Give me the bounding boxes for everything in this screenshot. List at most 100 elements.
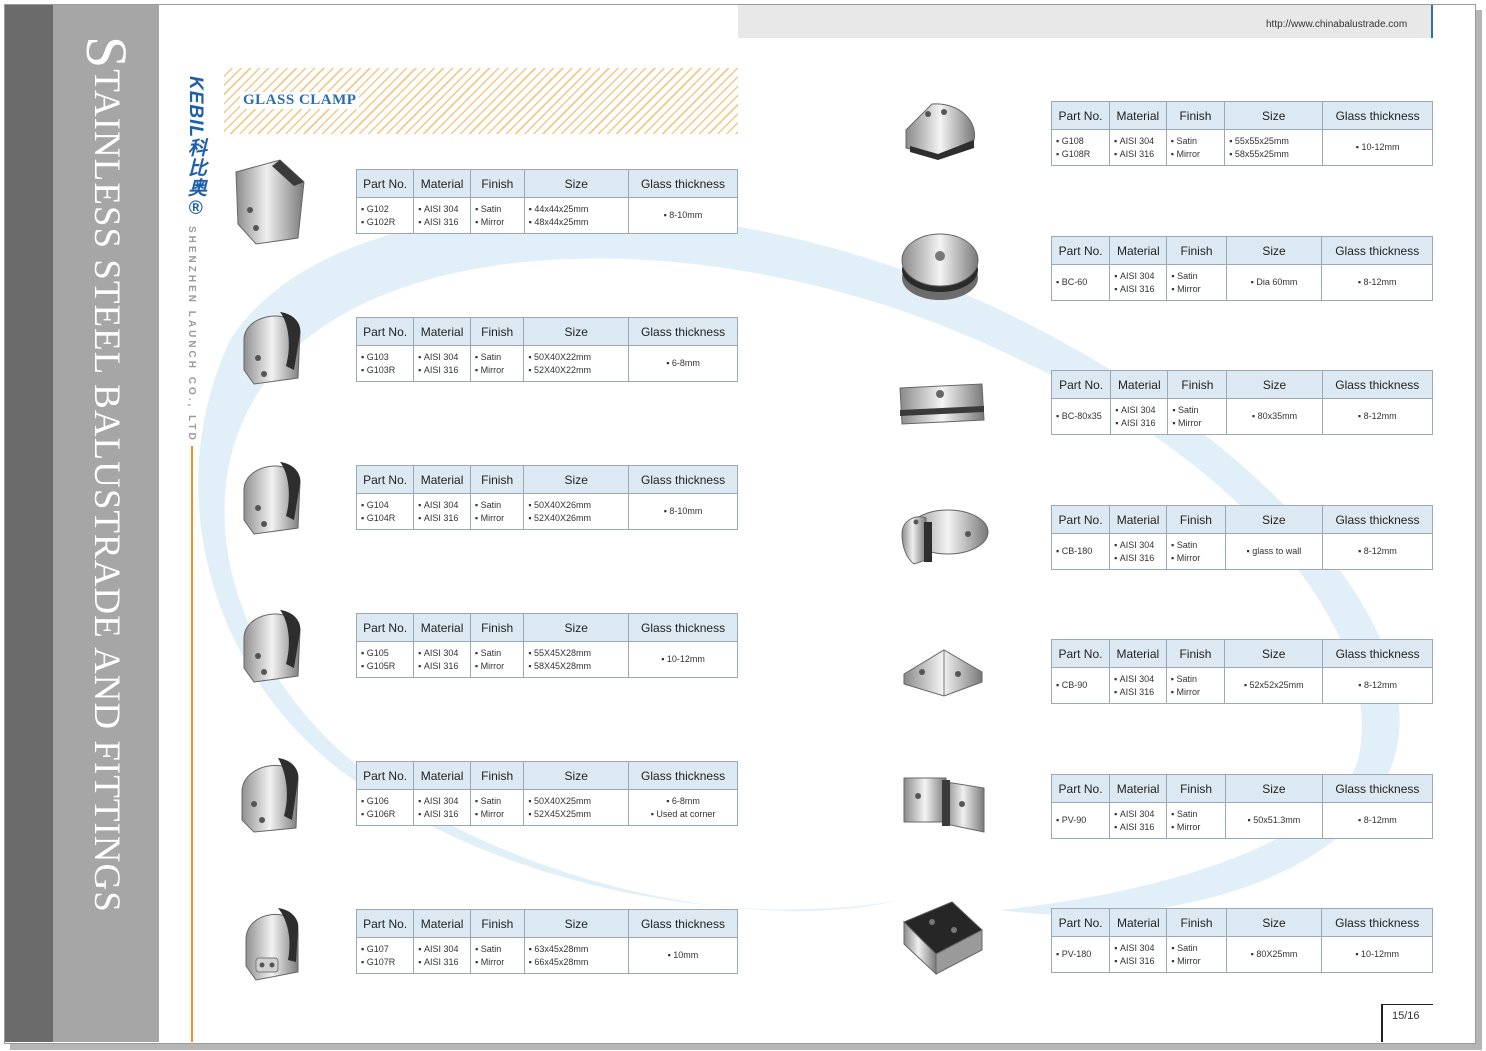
- material-value: AISI 316: [1115, 417, 1163, 430]
- column-header-glass-thickness: Glass thickness: [1321, 908, 1433, 937]
- cell-size: 80x35mm: [1226, 398, 1323, 435]
- product-image-bc-60: [901, 233, 979, 300]
- column-header-material: Material: [413, 909, 472, 938]
- material-value: AISI 316: [1114, 552, 1162, 565]
- cell-part-no: G105G105R: [355, 641, 415, 678]
- glass-thickness-value: 8-12mm: [1327, 679, 1428, 692]
- cell-glass-thickness: 8-12mm: [1321, 533, 1434, 570]
- finish-value: Mirror: [1171, 955, 1221, 968]
- cell-part-no: BC-60: [1050, 264, 1111, 301]
- sidebar-dark-band: [5, 5, 53, 1042]
- product-image-g106: [241, 758, 299, 833]
- finish-value: Satin: [1171, 135, 1220, 148]
- glass-thickness-value: Used at corner: [633, 808, 733, 821]
- column-header-finish: Finish: [1166, 908, 1227, 937]
- cell-material: AISI 304AISI 316: [413, 345, 471, 382]
- table-row: G107G107RAISI 304AISI 316SatinMirror63x4…: [355, 937, 739, 974]
- cell-size: 52x52x25mm: [1224, 667, 1324, 704]
- size-value: 66x45x28mm: [529, 956, 624, 969]
- table-row: G102G102RAISI 304AISI 316SatinMirror44x4…: [355, 197, 739, 234]
- size-value: 48x44x25mm: [529, 216, 624, 229]
- size-value: 44x44x25mm: [529, 203, 624, 216]
- cell-part-no: G107G107R: [355, 937, 415, 974]
- product-image-g107: [245, 908, 299, 981]
- part-no-value: G106R: [361, 808, 409, 821]
- part-no-value: BC-60: [1056, 276, 1105, 289]
- column-header-size: Size: [523, 909, 629, 938]
- product-image-cb-90: [903, 649, 983, 697]
- cell-size: 44x44x25mm48x44x25mm: [523, 197, 629, 234]
- part-no-value: G108R: [1056, 148, 1105, 161]
- part-no-value: G104: [361, 499, 409, 512]
- product-image-pv-90: [903, 777, 985, 833]
- cell-part-no: G103G103R: [355, 345, 415, 382]
- finish-value: Mirror: [1171, 552, 1221, 565]
- column-header-part-no: Part No.: [1051, 101, 1110, 130]
- cell-finish: SatinMirror: [1166, 264, 1227, 301]
- cell-size: 63x45x28mm66x45x28mm: [523, 937, 629, 974]
- column-header-size: Size: [1224, 505, 1323, 534]
- table-row: G103G103RAISI 304AISI 316SatinMirror50X4…: [355, 345, 738, 382]
- finish-value: Satin: [475, 795, 519, 808]
- column-header-glass-thickness: Glass thickness: [628, 317, 738, 346]
- column-header-part-no: Part No.: [355, 761, 415, 790]
- glass-thickness-value: 10-12mm: [633, 653, 733, 666]
- column-header-glass-thickness: Glass thickness: [628, 761, 738, 790]
- part-no-value: G102: [361, 203, 409, 216]
- column-header-part-no: Part No.: [355, 169, 415, 198]
- cell-glass-thickness: 10mm: [627, 937, 739, 974]
- table-row: CB-180AISI 304AISI 316SatinMirrorglass t…: [1050, 533, 1434, 570]
- product-image-g103: [243, 312, 301, 385]
- column-header-size: Size: [1224, 101, 1324, 130]
- material-value: AISI 304: [1114, 673, 1162, 686]
- column-header-part-no: Part No.: [1050, 236, 1111, 265]
- cell-glass-thickness: 8-10mm: [627, 197, 739, 234]
- column-header-part-no: Part No.: [1050, 908, 1111, 937]
- column-header-part-no: Part No.: [1050, 505, 1111, 534]
- finish-value: Mirror: [475, 364, 519, 377]
- part-no-value: G107: [361, 943, 409, 956]
- glass-thickness-value: 8-10mm: [633, 505, 733, 518]
- column-header-finish: Finish: [469, 613, 525, 642]
- cell-material: AISI 304AISI 316: [1109, 264, 1168, 301]
- cell-finish: SatinMirror: [1166, 533, 1226, 570]
- size-value: 55x55x25mm: [1229, 135, 1318, 148]
- material-value: AISI 304: [418, 795, 466, 808]
- finish-value: Satin: [1172, 404, 1222, 417]
- column-header-size: Size: [523, 169, 629, 198]
- orange-rule: [191, 446, 193, 1042]
- column-header-material: Material: [1109, 505, 1168, 534]
- cell-material: AISI 304AISI 316: [1109, 533, 1168, 570]
- column-header-glass-thickness: Glass thickness: [1321, 505, 1434, 534]
- table-row: G105G105RAISI 304AISI 316SatinMirror55X4…: [355, 641, 738, 678]
- column-header-finish: Finish: [1166, 505, 1226, 534]
- part-no-value: G108: [1056, 135, 1105, 148]
- cell-material: AISI 304AISI 316: [1110, 398, 1169, 435]
- cell-finish: SatinMirror: [469, 641, 525, 678]
- product-image-g105: [243, 610, 301, 683]
- part-no-value: G103: [361, 351, 409, 364]
- finish-value: Satin: [475, 647, 519, 660]
- column-header-glass-thickness: Glass thickness: [628, 465, 738, 494]
- column-header-finish: Finish: [469, 465, 525, 494]
- cell-material: AISI 304AISI 316: [1109, 936, 1168, 973]
- website-url[interactable]: http://www.chinabalustrade.com: [1266, 19, 1408, 30]
- finish-value: Satin: [1171, 808, 1221, 821]
- cell-size: 50X40X26mm52X40X26mm: [523, 493, 630, 530]
- column-header-material: Material: [413, 169, 472, 198]
- column-header-finish: Finish: [469, 761, 525, 790]
- table-row: PV-90AISI 304AISI 316SatinMirror50x51.3m…: [1050, 802, 1434, 839]
- cell-finish: SatinMirror: [469, 789, 525, 826]
- material-value: AISI 316: [1114, 955, 1162, 968]
- cell-glass-thickness: 10-12mm: [1322, 129, 1433, 166]
- cell-glass-thickness: 8-12mm: [1321, 802, 1434, 839]
- finish-value: Mirror: [1171, 148, 1220, 161]
- material-value: AISI 316: [418, 364, 466, 377]
